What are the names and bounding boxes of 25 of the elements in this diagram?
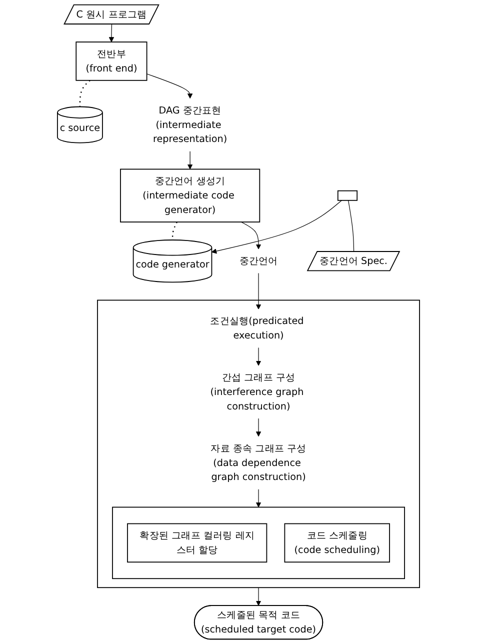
cluster — [112, 506, 405, 580]
node-box — [337, 190, 358, 201]
node-box: 전반부 (front end) — [76, 42, 148, 81]
arrow — [187, 150, 193, 170]
node-box: 확장된 그래프 컬러링 레지스터 할당 — [127, 523, 268, 563]
connector — [79, 80, 90, 107]
connector — [348, 200, 354, 252]
node-text: DAG 중간표현 (intermediate representation) — [152, 104, 228, 145]
arrow — [256, 272, 262, 310]
node-text: 간섭 그래프 구성 (interference graph construction) — [210, 372, 304, 412]
node-text: 중간언어 — [239, 255, 278, 266]
arrow — [256, 587, 262, 606]
node-text: 조건실행(predicated execution) — [210, 315, 304, 341]
arrow — [211, 200, 342, 254]
node-text: 자료 종속 그래프 구성 (data dependence graph construction) — [210, 442, 306, 483]
connector — [172, 222, 178, 240]
arrow — [256, 347, 262, 366]
arrow — [108, 24, 114, 42]
arrow — [240, 222, 262, 250]
node-box: 중간언어 생성기 (intermediate code generator) — [120, 168, 260, 222]
arrow — [256, 418, 262, 437]
node-box: 코드 스케줄링 (code scheduling) — [284, 523, 390, 563]
arrow — [256, 488, 262, 508]
arrow — [146, 74, 193, 99]
cluster — [97, 300, 420, 588]
